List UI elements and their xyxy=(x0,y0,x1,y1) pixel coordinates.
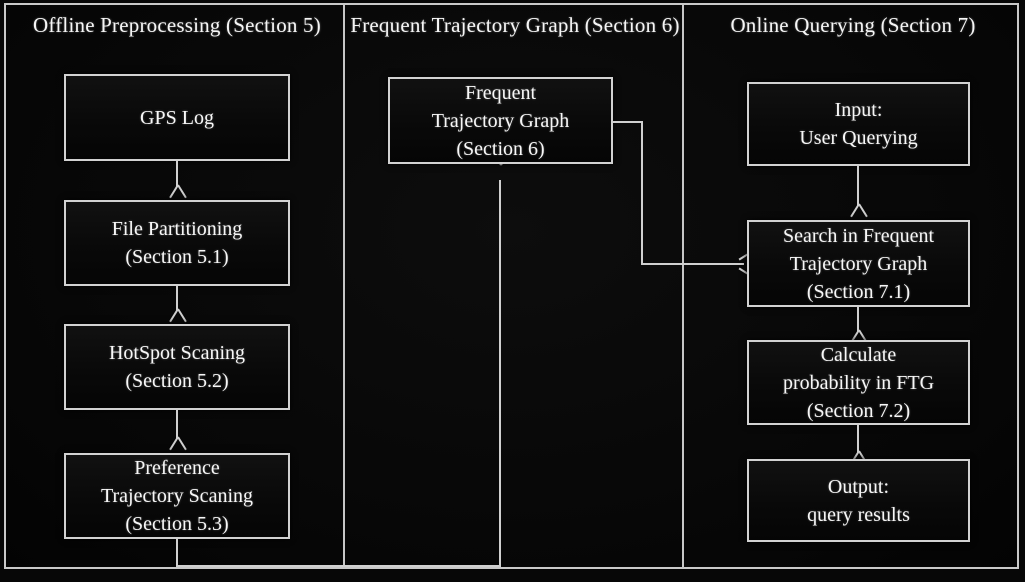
edge-gps-to-file-partitioning-line xyxy=(176,161,178,187)
edge-file-partitioning-to-hotspot-line xyxy=(176,286,178,311)
node-output-query-results-label: Output: query results xyxy=(807,475,910,526)
edge-calculate-to-output-line xyxy=(857,425,859,453)
column-title-online-querying: Online Querying (Section 7) xyxy=(730,13,976,37)
column-divider-right xyxy=(682,5,684,568)
node-frequent-trajectory-graph[interactable]: Frequent Trajectory Graph (Section 6) xyxy=(388,77,613,164)
node-calculate-probability[interactable]: Calculate probability in FTG (Section 7.… xyxy=(747,340,970,425)
edge-ftg-to-search-segment-right-bottom xyxy=(641,263,744,265)
edge-preference-to-ftg-segment-up xyxy=(499,180,501,567)
node-output-query-results[interactable]: Output: query results xyxy=(747,459,970,542)
column-title-offline-preprocessing: Offline Preprocessing (Section 5) xyxy=(33,13,321,37)
node-file-partitioning[interactable]: File Partitioning (Section 5.1) xyxy=(64,200,290,286)
node-hotspot-scanning-label: HotSpot Scaning (Section 5.2) xyxy=(108,342,246,392)
edge-input-to-search-line xyxy=(857,166,859,206)
node-input-user-querying-label: Input: User Querying xyxy=(799,99,918,149)
edge-preference-to-ftg-segment-right xyxy=(176,565,501,567)
edge-hotspot-to-preference-line xyxy=(176,410,178,439)
edge-ftg-to-search-segment-down xyxy=(641,121,643,265)
edge-ftg-to-search-segment-right-top xyxy=(613,121,643,123)
node-file-partitioning-label: File Partitioning (Section 5.1) xyxy=(111,218,243,268)
node-gps-log-label: GPS Log xyxy=(140,106,214,129)
node-frequent-trajectory-graph-label: Frequent Trajectory Graph (Section 6) xyxy=(431,81,570,160)
column-divider-left xyxy=(343,5,345,568)
node-input-user-querying[interactable]: Input: User Querying xyxy=(747,82,970,166)
node-preference-trajectory-scanning-label: Preference Trajectory Scaning (Section 5… xyxy=(100,457,253,535)
node-calculate-probability-label: Calculate probability in FTG (Section 7.… xyxy=(782,343,935,422)
node-search-in-frequent-trajectory-graph[interactable]: Search in Frequent Trajectory Graph (Sec… xyxy=(747,220,970,307)
edge-search-to-calculate-line xyxy=(857,307,859,332)
node-hotspot-scanning[interactable]: HotSpot Scaning (Section 5.2) xyxy=(64,324,290,410)
node-gps-log[interactable]: GPS Log xyxy=(64,74,290,161)
node-search-in-frequent-trajectory-graph-label: Search in Frequent Trajectory Graph (Sec… xyxy=(782,224,935,303)
node-preference-trajectory-scanning[interactable]: Preference Trajectory Scaning (Section 5… xyxy=(64,453,290,539)
column-title-frequent-trajectory-graph: Frequent Trajectory Graph (Section 6) xyxy=(350,13,680,37)
edge-preference-to-ftg-segment-down xyxy=(176,539,178,567)
